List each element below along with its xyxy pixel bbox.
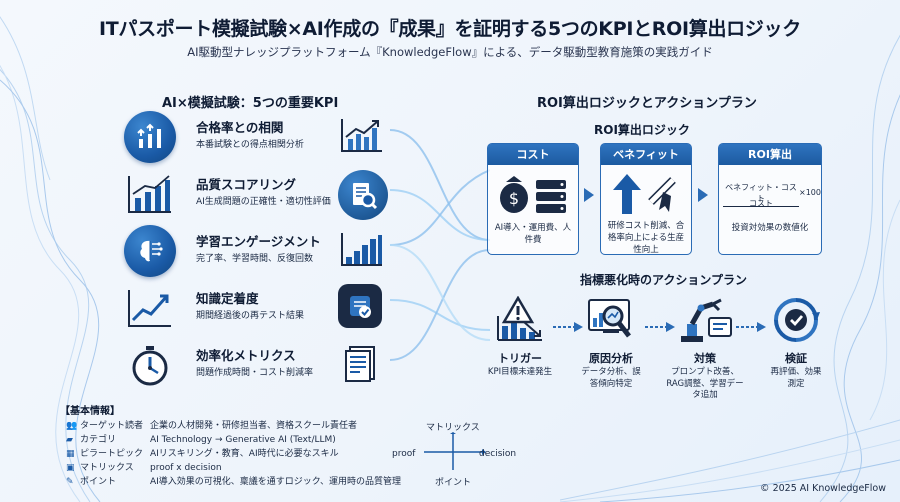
step-desc: プロンプト改善、RAG調整、学習データ追加 [666, 367, 744, 400]
step-name: 原因分析 [589, 352, 633, 365]
info-row-target: 👥ターゲット読者企業の人材開発・研修担当者、資格スクール責任者 [66, 418, 357, 432]
roi-box-text: 研修コスト削減、合格率向上による生産性向上 [607, 221, 685, 255]
pillar-icon: ▦ [66, 449, 75, 459]
users-icon: 👥 [66, 421, 78, 431]
folder-icon: ▰ [66, 435, 73, 445]
dashed-arrow-icon [553, 322, 583, 332]
document-list-icon [338, 341, 386, 385]
roi-formula-numerator: ベネフィット・コスト [723, 182, 799, 207]
step-name: 対策 [694, 352, 716, 365]
growth-chart-icon [124, 282, 176, 334]
info-value: proof x decision [150, 463, 222, 473]
info-row-category: ▰ カテゴリ AI Technology → Generative AI (Text… [66, 432, 336, 446]
info-value: AI導入効果の可視化、稟議を通すロジック、運用時の品質管理 [150, 477, 402, 487]
action-plan-title: 指標悪化時のアクションプラン [580, 273, 748, 287]
info-value: AIリスキリング・教育、AI時代に必要なスキル [150, 449, 339, 459]
info-value: 企業の人材開発・研修担当者、資格スクール責任者 [150, 421, 358, 431]
svg-text:$: $ [509, 189, 519, 208]
up-arrow-diploma-icon [611, 172, 683, 220]
kpi-desc: 完了率、学習時間、反復回数 [196, 254, 314, 264]
kpi-desc: AI生成問題の正確性・適切性評価 [196, 197, 331, 207]
roi-box-text: AI導入・運用費、人件費 [494, 223, 572, 245]
arrow-right-icon [584, 188, 594, 202]
kpi-item-knowledge-retention: 知識定着度 期間経過後の再テスト結果 [124, 282, 444, 330]
matrix-axis-left: proof [392, 449, 416, 459]
info-value: AI Technology → Generative AI (Text/LLM) [150, 435, 336, 445]
bar-chart-icon [338, 227, 386, 271]
info-label: ポイント [80, 477, 117, 487]
step-countermeasure: 対策 プロンプト改善、RAG調整、学習データ追加 [663, 296, 747, 402]
roi-box-head: ベネフィット [601, 144, 691, 165]
step-trigger: トリガー KPI目標未達発生 [480, 295, 560, 379]
document-inspect-icon [338, 170, 388, 220]
kpi-desc: 本番試験との得点相関分析 [196, 140, 304, 150]
bar-chart-icon [124, 168, 176, 220]
warning-icon [480, 295, 560, 348]
step-name: 検証 [785, 352, 807, 365]
roi-box-benefit: ベネフィット 研修コスト削減、合格率向上による生産性向上 [600, 143, 692, 255]
pencil-icon: ✎ [66, 477, 74, 487]
page-title: ITパスポート模擬試験×AI作成の『成果』を証明する5つのKPIとROI算出ロジ… [99, 18, 801, 40]
kpi-name: 知識定着度 [196, 291, 259, 306]
step-root-cause: 原因分析 データ分析、誤答傾向特定 [571, 296, 651, 390]
rising-chart-icon [338, 113, 386, 157]
roi-box-cost: コスト $ AI導入・運用費、人件費 [487, 143, 579, 255]
kpi-item-efficiency: 効率化メトリクス 問題作成時間・コスト削減率 [124, 339, 444, 387]
copyright: © 2025 AI KnowledgeFlow [760, 483, 886, 494]
matrix-axis-bottom: ポイント [435, 478, 472, 488]
kpi-section-heading: AI×模擬試験：5つの重要KPI [162, 96, 339, 111]
kpi-item-pass-rate: 合格率との相関 本番試験との得点相関分析 [124, 111, 444, 163]
roi-box-head: コスト [488, 144, 578, 165]
stopwatch-icon [124, 339, 176, 391]
kpi-name: 合格率との相関 [196, 120, 284, 135]
grid-icon: ▣ [66, 463, 75, 473]
dashed-arrow-icon [736, 322, 766, 332]
roi-box-text: 投資対効果の数値化 [731, 223, 809, 233]
arrow-right-icon [698, 188, 708, 202]
matrix-axis-right: decision [479, 449, 517, 459]
magnifier-icon [571, 296, 651, 348]
chip-check-icon [338, 284, 382, 328]
info-label: マトリックス [80, 463, 134, 473]
info-row-pillar: ▦ ピラートピック AIリスキリング・教育、AI時代に必要なスキル [66, 446, 339, 460]
cycle-check-icon [756, 296, 836, 348]
roi-logic-title: ROI算出ロジック [594, 123, 690, 137]
page-subtitle: AI駆動型ナレッジプラットフォーム『KnowledgeFlow』による、データ駆… [187, 45, 713, 59]
info-label: ターゲット読者 [80, 421, 144, 431]
brain-icon [124, 225, 176, 277]
kpi-item-quality-scoring: 品質スコアリング AI生成問題の正確性・適切性評価 [124, 168, 444, 220]
kpi-name: 品質スコアリング [196, 177, 297, 192]
kpi-name: 学習エンゲージメント [196, 234, 321, 249]
kpi-name: 効率化メトリクス [196, 348, 296, 363]
roi-box-roi-calc: ROI算出 ベネフィット・コスト ×100 コスト 投資対効果の数値化 [718, 143, 822, 255]
kpi-desc: 問題作成時間・コスト削減率 [196, 368, 314, 378]
roi-section-heading: ROI算出ロジックとアクションプラン [537, 96, 757, 111]
matrix-axes [424, 432, 486, 470]
step-desc: 再評価、効果測定 [770, 367, 822, 389]
step-desc: KPI目標未達発生 [487, 367, 553, 377]
money-bag-icon: $ [496, 172, 570, 220]
info-label: ピラートピック [80, 449, 144, 459]
roi-formula-multiplier: ×100 [799, 188, 821, 197]
step-name: トリガー [498, 352, 542, 365]
kpi-desc: 期間経過後の再テスト結果 [196, 311, 305, 321]
kpi-item-engagement: 学習エンゲージメント 完了率、学習時間、反復回数 [124, 225, 444, 277]
robot-arm-icon [663, 296, 747, 348]
info-row-matrix: ▣ マトリックス proof x decision [66, 460, 222, 474]
step-verify: 検証 再評価、効果測定 [756, 296, 836, 390]
matrix-axis-top: マトリックス [426, 423, 480, 433]
info-label: カテゴリ [80, 435, 117, 445]
info-title: 【基本情報】 [60, 406, 120, 417]
step-desc: データ分析、誤答傾向特定 [581, 367, 641, 389]
info-row-point: ✎ ポイント AI導入効果の可視化、稟議を通すロジック、運用時の品質管理 [66, 474, 401, 488]
trophy-arrows-icon [124, 111, 176, 163]
roi-formula-denominator: コスト [749, 199, 773, 208]
dashed-arrow-icon [645, 322, 675, 332]
roi-box-head: ROI算出 [719, 144, 821, 165]
